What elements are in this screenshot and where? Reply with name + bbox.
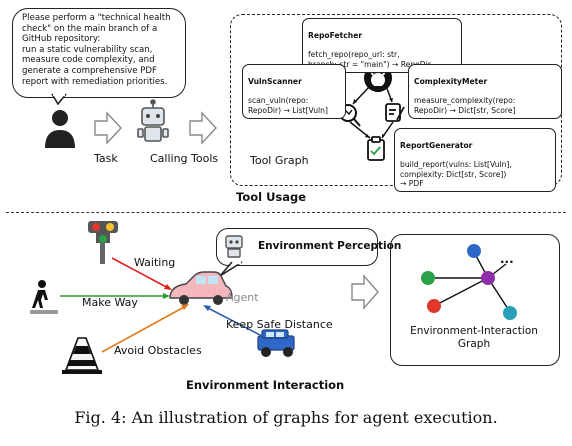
environment-interaction-title: Environment Interaction bbox=[186, 378, 345, 392]
perception-robot-icon bbox=[225, 235, 243, 258]
repofetcher-name: RepoFetcher bbox=[308, 31, 363, 41]
calling-arrow-icon bbox=[189, 111, 217, 145]
traffic-cone-icon bbox=[62, 337, 102, 374]
node-bottom-left bbox=[427, 299, 441, 313]
node-center bbox=[481, 271, 495, 285]
traffic-light-icon bbox=[88, 221, 118, 264]
waiting-label: Waiting bbox=[134, 256, 176, 269]
figure-caption: Fig. 4: An illustration of graphs for ag… bbox=[74, 408, 498, 427]
section-divider bbox=[6, 212, 566, 213]
environment-perception-bubble bbox=[216, 228, 378, 266]
reportgenerator-tool-card: ReportGenerator build_report(vulns: List… bbox=[394, 128, 556, 193]
complexitymeter-signature: measure_complexity(repo: RepoDir) → Dict… bbox=[414, 96, 516, 115]
agent-label: Agent bbox=[226, 291, 259, 304]
task-arrow-icon bbox=[94, 111, 122, 145]
task-label: Task bbox=[94, 152, 118, 165]
environment-perception-label: Environment Perception bbox=[258, 240, 402, 252]
pedestrian-icon bbox=[30, 280, 58, 314]
node-top bbox=[467, 244, 481, 258]
request-text: Please perform a "technical health check… bbox=[22, 13, 171, 87]
eig-label: Environment-Interaction Graph bbox=[410, 325, 538, 350]
complexitymeter-name: ComplexityMeter bbox=[414, 77, 488, 87]
clipboard-check-icon bbox=[367, 136, 385, 161]
vulnscanner-name: VulnScanner bbox=[248, 77, 302, 87]
complexitymeter-tool-card: ComplexityMeter measure_complexity(repo:… bbox=[408, 64, 562, 120]
to-graph-arrow-icon bbox=[351, 274, 379, 310]
user-icon bbox=[45, 110, 75, 148]
blue-jeep-icon bbox=[257, 329, 295, 357]
edit-note-icon bbox=[385, 103, 405, 122]
keep-safe-distance-arrow bbox=[205, 306, 263, 337]
avoid-obstacles-label: Avoid Obstacles bbox=[114, 344, 202, 357]
make-way-label: Make Way bbox=[82, 296, 138, 309]
agent-car-icon bbox=[169, 271, 233, 305]
tool-graph-label: Tool Graph bbox=[250, 154, 309, 167]
waiting-arrow bbox=[111, 257, 171, 290]
avoid-obstacles-arrow bbox=[101, 305, 187, 353]
speech-tail bbox=[51, 93, 67, 106]
graph-ellipsis: ... bbox=[500, 252, 514, 266]
tool-usage-title: Tool Usage bbox=[236, 190, 307, 204]
keep-safe-distance-label: Keep Safe Distance bbox=[226, 318, 333, 331]
reportgenerator-name: ReportGenerator bbox=[400, 141, 473, 151]
vulnscanner-signature: scan_vuln(repo: RepoDir) → List[Vuln] bbox=[248, 96, 328, 115]
request-speech-bubble bbox=[12, 8, 186, 98]
robot-icon bbox=[137, 99, 169, 142]
node-left bbox=[421, 271, 435, 285]
calling-tools-label: Calling Tools bbox=[150, 152, 219, 165]
environment-interaction-graph-box bbox=[390, 234, 560, 366]
vulnscanner-tool-card: VulnScanner scan_vuln(repo: RepoDir) → L… bbox=[242, 64, 346, 120]
node-bottom-right bbox=[503, 306, 517, 320]
reportgenerator-signature: build_report(vulns: List[Vuln], complexi… bbox=[400, 160, 512, 189]
